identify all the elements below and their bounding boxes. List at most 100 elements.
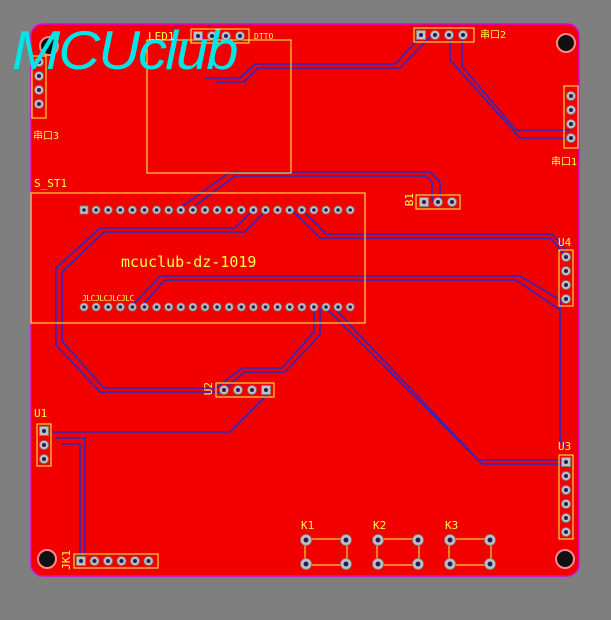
u1-pad	[39, 454, 49, 464]
lcd-bottom-pad	[79, 302, 89, 312]
lcd-top-pad	[309, 205, 319, 215]
lcd-top-pad	[103, 205, 113, 215]
j-right-pad	[566, 133, 576, 143]
lcd-top-pad	[321, 205, 331, 215]
jk1-pad	[116, 556, 127, 566]
j-right-pad	[566, 105, 576, 115]
lcd-top-pad	[200, 205, 210, 215]
s-st1-designator: S_ST1	[34, 177, 68, 190]
u3-pad	[561, 499, 571, 509]
u1-outline	[36, 423, 52, 467]
j-right-pad	[566, 119, 576, 129]
u2-pad	[261, 385, 271, 395]
lcd-bottom-pad	[236, 302, 246, 312]
k2-pad	[412, 534, 424, 546]
led1-pad	[235, 31, 245, 41]
lcd-top-pad	[333, 205, 343, 215]
k3-pad	[444, 534, 456, 546]
j-top-outline	[413, 27, 475, 43]
lcd-top-pad	[140, 205, 149, 215]
mcuclub-logo: MCUclub	[12, 19, 238, 82]
j-left-outline	[31, 55, 47, 119]
j-left-designator: 串口3	[33, 131, 60, 142]
lcd-bottom-pad	[164, 302, 174, 312]
mounting-hole-bl	[37, 549, 57, 569]
jk1-pad	[76, 556, 86, 566]
b1-pad	[419, 197, 429, 207]
pads	[34, 30, 576, 570]
u4-pad	[561, 266, 571, 276]
j-right-pad	[566, 91, 576, 101]
lcd-top-pad	[212, 205, 222, 215]
j-top-pad	[430, 30, 440, 40]
led1-outline	[146, 39, 292, 174]
u2-outline	[215, 382, 275, 398]
lcd-bottom-pad	[103, 302, 113, 312]
mounting-hole-tl	[39, 36, 59, 56]
j-right-outline	[563, 85, 579, 149]
silkscreen	[30, 27, 579, 569]
lcd-top-pad	[261, 205, 270, 215]
u1-designator: U1	[34, 407, 48, 420]
lcd-top-pad	[273, 205, 283, 215]
led-header-outline	[190, 28, 250, 44]
jk1-outline	[73, 553, 159, 569]
u3-pad	[561, 471, 571, 481]
u3-pad	[561, 485, 571, 495]
lcd-bottom-pad	[152, 302, 162, 312]
lcd-top-pad	[285, 205, 295, 215]
mounting-hole-tr	[556, 33, 576, 53]
led1-designator: LED1	[148, 30, 175, 43]
u2-pad	[247, 385, 257, 395]
lcd-top-pad	[176, 205, 186, 215]
k2-pad	[372, 558, 384, 570]
lcd-bottom-pad	[345, 302, 355, 312]
u1-pad	[39, 426, 49, 436]
j-left-pad	[34, 85, 44, 95]
lcd-top-pad	[297, 205, 307, 215]
jk1-pad	[89, 556, 100, 566]
u1-pad	[39, 440, 49, 450]
lcd-bottom-pad	[200, 302, 210, 312]
k1-designator: K1	[301, 519, 315, 532]
lcd-top-pad	[152, 205, 162, 215]
lcd-top-pad	[345, 205, 355, 215]
jk1-pad	[143, 556, 154, 566]
lcd-top-pad	[127, 205, 137, 215]
u4-pad	[561, 294, 571, 304]
lcd-bottom-pad	[188, 302, 198, 312]
jk1-pad	[103, 556, 113, 566]
led1-pad	[193, 31, 203, 41]
lcd-bottom-pad	[176, 302, 186, 312]
j-right-designator: 串口1	[551, 157, 578, 168]
k3-pad	[484, 534, 496, 546]
jk1-pad	[130, 556, 140, 566]
jk1-designator: JK1	[60, 550, 73, 570]
lcd-bottom-pad	[321, 302, 331, 312]
lcd-top-pad	[91, 205, 101, 215]
board-title: mcuclub-dz-1019	[121, 253, 257, 271]
j-top-pad	[416, 30, 426, 40]
u4-outline	[558, 249, 574, 307]
lcd-bottom-pad	[297, 302, 307, 312]
lcd-bottom-pad	[309, 302, 319, 312]
lcd-top-pad	[79, 205, 89, 215]
s-st1-outline	[30, 192, 366, 324]
k1-pad	[300, 558, 312, 570]
lcd-bottom-pad	[333, 302, 343, 312]
k3-designator: K3	[445, 519, 459, 532]
k2-designator: K2	[373, 519, 387, 532]
u3-designator: U3	[558, 440, 572, 453]
u4-pad	[561, 252, 571, 262]
lcd-top-pad	[115, 205, 125, 215]
j-top-designator: 串口2	[480, 30, 507, 41]
lcd-bottom-pad	[248, 302, 258, 312]
k2-pad	[412, 558, 424, 570]
k3-pad	[484, 558, 496, 570]
u2-pad	[233, 385, 243, 395]
lcd-bottom-pad	[127, 302, 137, 312]
j-left-pad	[34, 99, 44, 109]
b1-outline	[415, 194, 461, 210]
k1-outline	[304, 538, 348, 566]
